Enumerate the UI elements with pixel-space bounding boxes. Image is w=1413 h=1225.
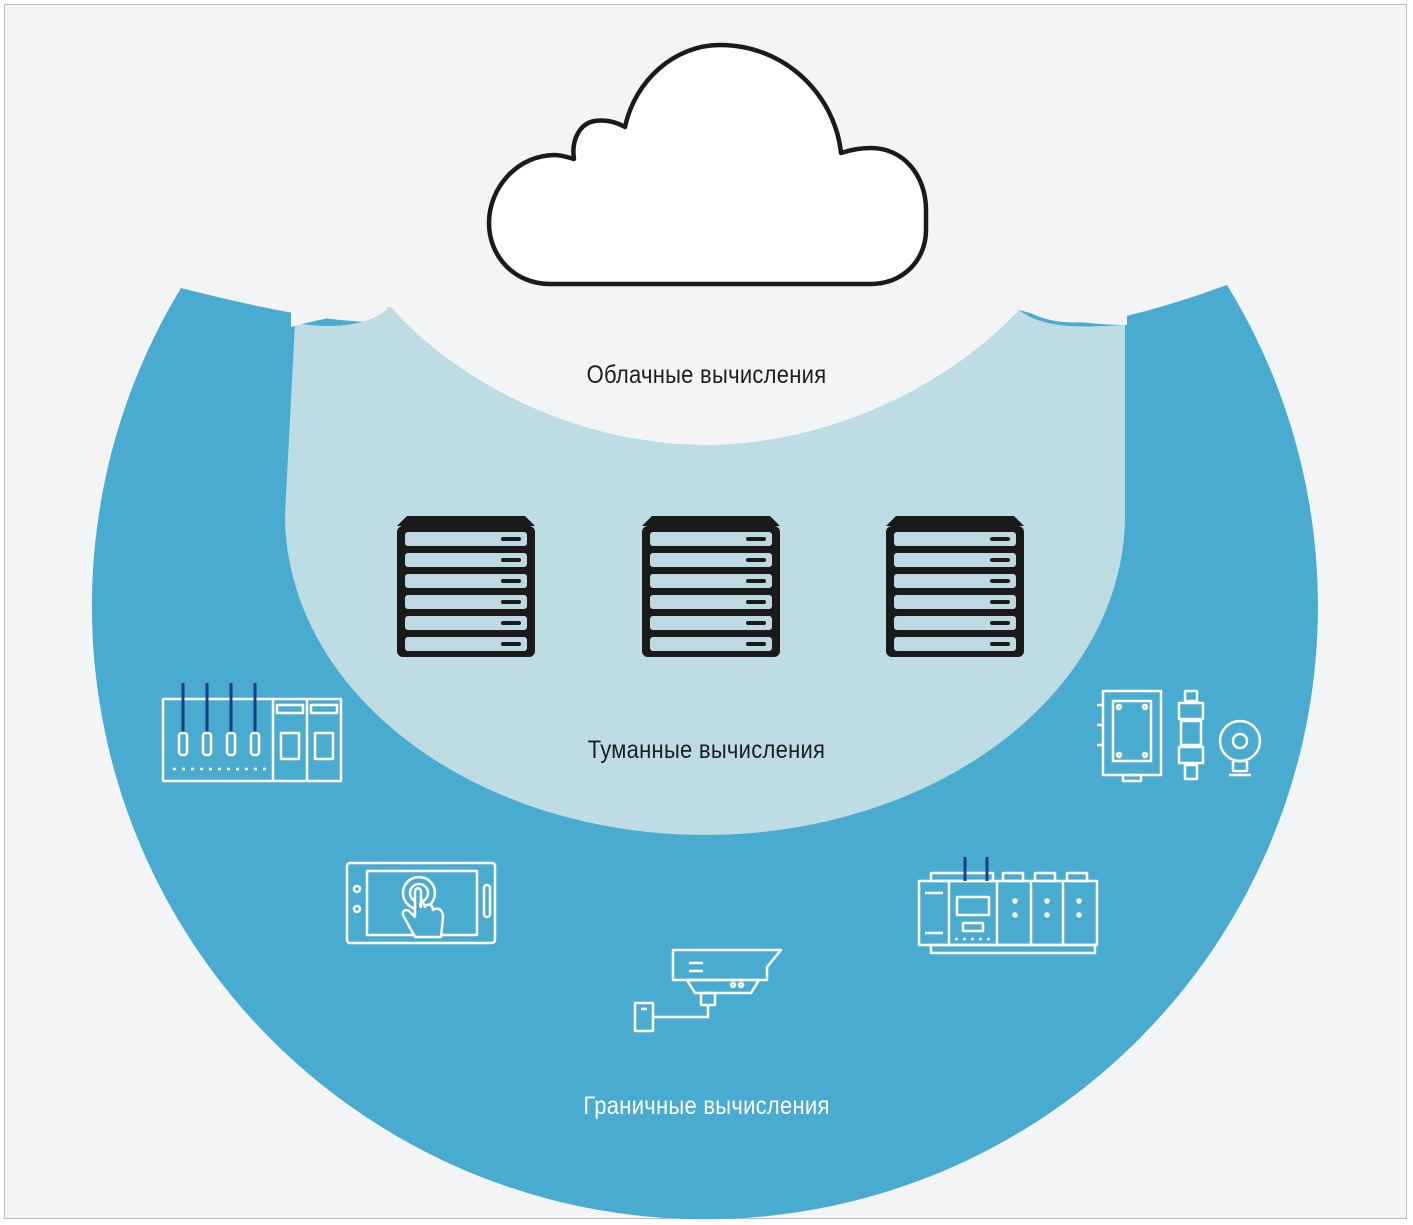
cloud-layer-label: Облачные вычисления <box>586 361 827 389</box>
controller-antennas-icon <box>161 683 343 783</box>
touch-panel-icon <box>345 861 497 945</box>
cloud-icon <box>486 42 929 287</box>
fog-layer-label: Туманные вычисления <box>587 736 826 764</box>
server-rack-icon <box>397 516 535 657</box>
server-rack-icon <box>642 516 780 657</box>
computing-layers-diagram <box>91 5 1318 1220</box>
edge-layer-label: Граничные вычисления <box>583 1092 830 1120</box>
security-camera-icon <box>633 948 783 1033</box>
diagram-frame: Облачные вычисления Туманные вычисления … <box>4 4 1407 1220</box>
sensor-equipment-icon <box>1097 689 1262 783</box>
server-rack-icon <box>886 516 1024 657</box>
plc-module-icon <box>917 857 1099 955</box>
